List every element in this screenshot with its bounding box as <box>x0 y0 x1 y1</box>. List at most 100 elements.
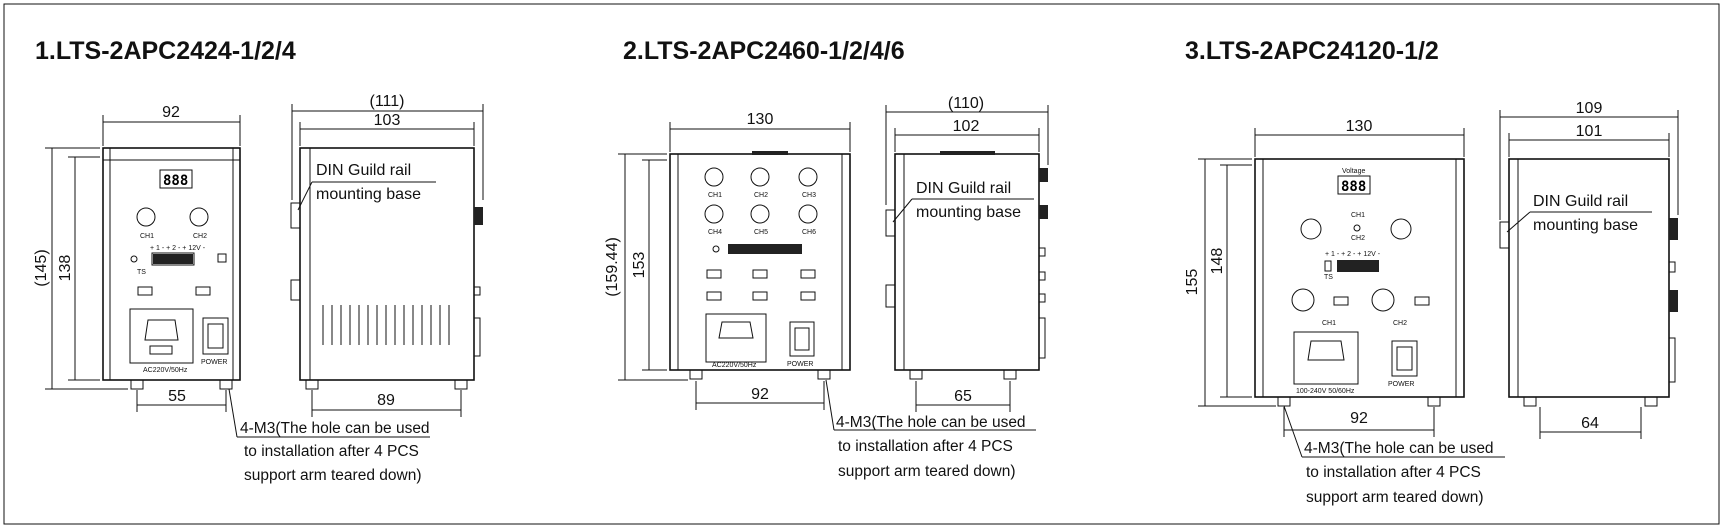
product-2: 2.LTS-2APC2460-1/2/4/6 CH1 CH2 CH3 CH4 C… <box>604 37 1049 480</box>
din-rail-base <box>1508 158 1519 398</box>
switch-profile <box>1038 317 1046 359</box>
foot <box>219 379 233 390</box>
knob-icon <box>189 207 209 227</box>
product-2-dimensions: 130 (110) 102 (159.44) 153 92 65 <box>604 95 1049 412</box>
dim-front-foot-spacing: 55 <box>168 388 186 405</box>
ac-inlet-icon <box>129 308 194 364</box>
socket-icon <box>1333 296 1349 306</box>
dim-height: 148 <box>1209 248 1226 275</box>
dim-height-outer: (159.44) <box>604 237 621 297</box>
dim-front-width: 92 <box>162 104 180 121</box>
ts-dot-icon <box>712 245 720 253</box>
connector-profile <box>473 286 481 296</box>
led-digits: 888 <box>1341 179 1366 195</box>
foot <box>130 379 144 390</box>
din-label-line1: DIN Guild rail <box>916 180 1011 197</box>
din-rail-base <box>299 147 311 381</box>
product-3-title: 3.LTS-2APC24120-1/2 <box>1185 37 1439 65</box>
terminal-block <box>728 244 802 254</box>
product-1: 1.LTS-2APC2424-1/2/4 888 CH1 CH2 + 1 - +… <box>33 37 484 484</box>
foot <box>909 369 923 380</box>
ac-inlet-icon <box>1293 331 1359 385</box>
socket-icon <box>1414 296 1430 306</box>
ch2-label: CH2 <box>193 233 207 240</box>
dim-side-foot-spacing: 65 <box>954 388 972 405</box>
knob-icon <box>704 204 724 224</box>
knob-icon <box>750 204 770 224</box>
top-cap <box>102 147 241 161</box>
dim-front-foot-spacing: 92 <box>1350 410 1368 427</box>
dim-side-width-outer: (110) <box>948 95 984 112</box>
din-label-line1: DIN Guild rail <box>1533 193 1628 210</box>
power-switch-icon <box>202 317 229 355</box>
side-body <box>894 153 1040 371</box>
ch6-label: CH6 <box>802 229 816 236</box>
dim-height-outer: 155 <box>1184 269 1201 296</box>
din-label-line1: DIN Guild rail <box>316 162 411 179</box>
product-2-side-view: DIN Guild rail mounting base <box>885 151 1048 380</box>
terminal-fill <box>153 254 193 264</box>
switch-profile <box>1668 337 1676 383</box>
product-2-note: 4-M3(The hole can be used to installatio… <box>825 379 1036 480</box>
ch4-label: CH4 <box>708 229 722 236</box>
ch1-label: CH1 <box>140 233 154 240</box>
connector-icon <box>217 253 227 263</box>
product-3-dimensions: 130 109 101 155 148 92 64 <box>1184 100 1679 439</box>
din-clip <box>290 279 301 301</box>
ac-inlet-socket <box>1307 340 1345 361</box>
foot <box>689 369 703 380</box>
power-switch-rocker <box>794 327 810 351</box>
foot <box>305 379 319 390</box>
ch3-label: CH3 <box>802 192 816 199</box>
ch2-label: CH2 <box>754 192 768 199</box>
knob-icon <box>1300 218 1322 240</box>
ch2-connector-label: CH2 <box>1393 320 1407 327</box>
ts-dot-icon <box>130 255 138 263</box>
foot <box>1523 396 1537 407</box>
knob-profile <box>1039 168 1048 182</box>
input-label: AC220V/50Hz <box>712 362 757 369</box>
front-body <box>669 153 851 371</box>
switch-profile <box>473 317 481 357</box>
foot <box>1277 396 1291 407</box>
connector-profile <box>1038 247 1046 257</box>
din-clip <box>885 209 896 237</box>
power-switch-rocker <box>207 323 224 349</box>
knob-grid <box>704 167 818 224</box>
voltage-label: Voltage <box>1342 168 1365 175</box>
led-digits: 888 <box>163 173 188 189</box>
product-1-dimensions: 92 (111) 103 (145) 138 55 89 <box>33 93 484 417</box>
connector-profile <box>1668 261 1676 273</box>
note-line2: to installation after 4 PCS <box>1306 464 1481 481</box>
ac-inlet-socket <box>718 321 754 339</box>
foot <box>1427 396 1441 407</box>
note-line3: support arm teared down) <box>1306 489 1483 506</box>
knob-icon <box>1390 218 1412 240</box>
product-1-front-view: 888 CH1 CH2 + 1 - + 2 - + 12V - TS AC220… <box>102 147 241 390</box>
foot <box>454 379 468 390</box>
din-clip <box>885 284 896 308</box>
note-line3: support arm teared down) <box>838 463 1015 480</box>
vent-slots <box>322 305 450 345</box>
dim-side-foot-spacing: 89 <box>377 392 395 409</box>
ch1-label: CH1 <box>708 192 722 199</box>
din-label-line2: mounting base <box>1533 217 1638 234</box>
socket-icon <box>195 286 211 296</box>
dim-height: 153 <box>631 252 648 279</box>
leader-line <box>297 181 313 211</box>
din-label-line2: mounting base <box>316 186 421 203</box>
din-label-line2: mounting base <box>916 204 1021 221</box>
dim-front-foot-spacing: 92 <box>751 386 769 403</box>
socket-icon <box>137 286 153 296</box>
dim-side-width: 103 <box>374 112 401 129</box>
dim-height: 138 <box>57 255 74 282</box>
fuse-holder <box>149 345 173 355</box>
knob-profile <box>1669 218 1678 240</box>
power-label: POWER <box>787 361 813 368</box>
socket-row <box>706 269 816 301</box>
connector-icon <box>1291 288 1315 312</box>
input-label: 100-240V 50/60Hz <box>1296 388 1355 395</box>
note-line3: support arm teared down) <box>244 467 421 484</box>
knob-profile <box>474 207 483 225</box>
